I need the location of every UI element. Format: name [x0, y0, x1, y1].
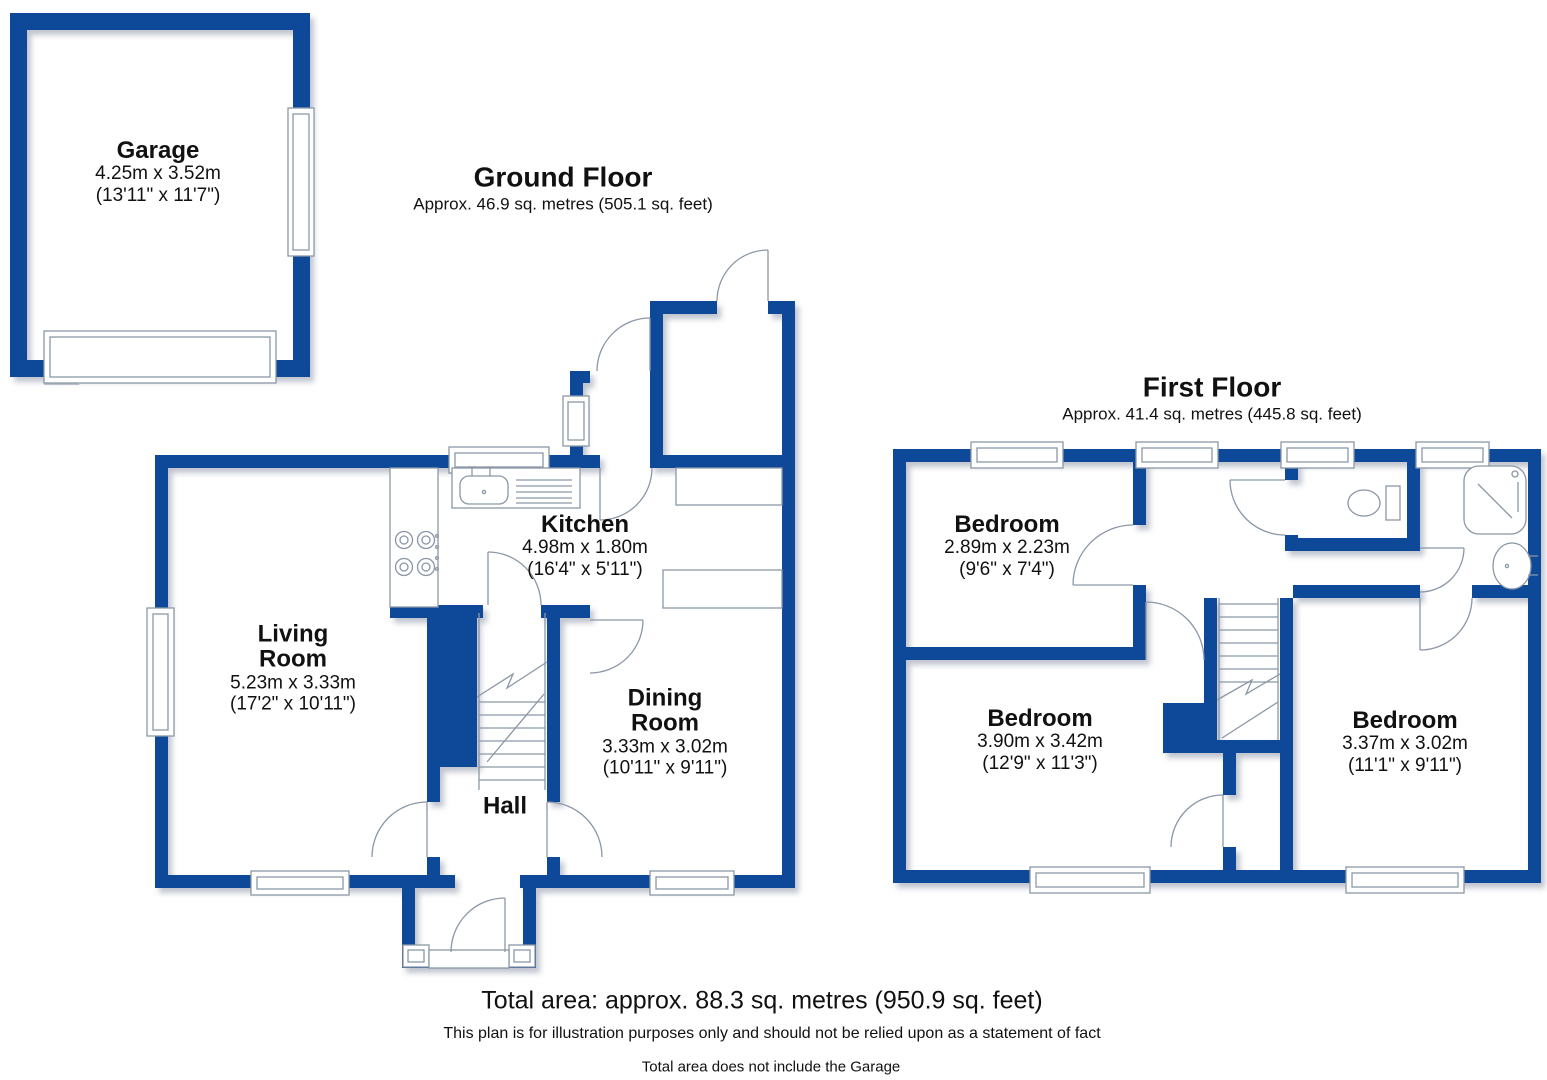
room-dims-metric: 3.33m x 3.02m — [602, 736, 728, 758]
floor-title-text: Ground Floor — [473, 161, 653, 193]
front-door-frame — [428, 949, 510, 969]
window-icon — [649, 870, 735, 896]
room-dims-imperial: (17'2" x 10'11") — [229, 693, 357, 715]
door-swing-icon — [1419, 547, 1465, 593]
hob-icon — [394, 530, 440, 577]
bathroom-fixtures — [1347, 465, 1538, 590]
sidelight-window-icon — [402, 944, 430, 968]
window-icon — [250, 870, 350, 896]
door-swing-icon — [1072, 524, 1134, 586]
worktop — [389, 467, 439, 608]
door-swing-icon — [1145, 601, 1205, 661]
floor-title-text: First Floor — [1142, 371, 1282, 403]
room-name: Hall — [482, 792, 528, 820]
window-icon — [970, 441, 1064, 469]
door-swing-icon — [716, 249, 769, 302]
room-name: Garage — [116, 137, 200, 165]
first-floor-title: First Floor Approx. 41.4 sq. metres (445… — [1062, 371, 1362, 426]
room-name: Bedroom — [1352, 707, 1458, 735]
garage-window-icon — [287, 107, 315, 257]
window-icon — [1280, 441, 1355, 469]
ground-floor-door-swings — [371, 249, 769, 953]
sidelight-window-icon — [508, 944, 536, 968]
room-dims-imperial: (10'11" x 9'11") — [602, 757, 728, 779]
door-swing-icon — [1229, 479, 1286, 536]
door-swing-icon — [589, 619, 644, 674]
sink-unit — [451, 467, 581, 509]
door-swing-icon — [596, 317, 651, 372]
room-dims-imperial: (12'9" x 11'3") — [982, 752, 1098, 774]
room-dims-imperial: (9'6" x 7'4") — [959, 558, 1055, 580]
first-floor-windows — [970, 441, 1490, 894]
floor-subtitle-text: Approx. 41.4 sq. metres (445.8 sq. feet) — [1062, 404, 1362, 424]
sink-icon — [459, 466, 572, 505]
worktop — [662, 569, 783, 609]
room-name: Dining Room — [627, 684, 703, 737]
window-icon — [1135, 441, 1219, 469]
floor-subtitle-text: Approx. 46.9 sq. metres (505.1 sq. feet) — [413, 194, 713, 214]
shower-icon — [1463, 465, 1527, 535]
living-room-label: Living Room 5.23m x 3.33m (17'2" x 10'11… — [230, 621, 356, 714]
door-swing-icon — [450, 897, 506, 953]
room-dims-metric: 5.23m x 3.33m — [230, 672, 356, 694]
room-name: Living Room — [257, 620, 329, 673]
bedroom1-label: Bedroom 2.89m x 2.23m (9'6" x 7'4") — [944, 512, 1070, 580]
door-swing-icon — [487, 551, 542, 606]
staircase-ground-icon — [476, 613, 548, 790]
dining-room-label: Dining Room 3.33m x 3.02m (10'11" x 9'11… — [602, 685, 728, 778]
room-name: Bedroom — [987, 705, 1093, 733]
first-floor-door-swings — [1072, 479, 1473, 848]
garage-door-icon — [43, 330, 277, 385]
room-dims-imperial: (13'11" x 11'7") — [95, 184, 221, 206]
bedroom3-label: Bedroom 3.37m x 3.02m (11'1" x 9'11") — [1342, 708, 1468, 776]
door-swing-icon — [599, 467, 653, 521]
room-name: Kitchen — [540, 511, 630, 539]
garage-label: Garage 4.25m x 3.52m (13'11" x 11'7") — [95, 138, 221, 206]
window-icon — [1029, 866, 1151, 894]
total-area-text: Total area: approx. 88.3 sq. metres (950… — [481, 986, 1043, 1015]
room-dims-metric: 4.98m x 1.80m — [522, 537, 648, 559]
basin-icon — [1492, 542, 1538, 590]
hall-label: Hall — [482, 792, 528, 820]
window-icon — [1415, 441, 1490, 469]
room-dims-metric: 2.89m x 2.23m — [944, 537, 1070, 559]
kitchen-label: Kitchen 4.98m x 1.80m (16'4" x 5'11") — [522, 512, 648, 580]
room-dims-metric: 3.90m x 3.42m — [977, 731, 1103, 753]
ground-floor-title: Ground Floor Approx. 46.9 sq. metres (50… — [413, 161, 713, 216]
garage-note-text: Total area does not include the Garage — [641, 1058, 901, 1076]
door-swing-icon — [546, 801, 603, 858]
ground-floor-windows — [146, 395, 735, 969]
room-name: Bedroom — [954, 511, 1060, 539]
door-swing-icon — [1170, 794, 1224, 848]
door-swing-icon — [371, 801, 428, 858]
room-dims-metric: 4.25m x 3.52m — [95, 163, 221, 185]
worktop — [675, 467, 783, 506]
room-dims-imperial: (16'4" x 5'11") — [527, 558, 643, 580]
room-dims-metric: 3.37m x 3.02m — [1342, 733, 1468, 755]
kitchen-fixtures — [389, 466, 783, 609]
window-icon — [1345, 866, 1465, 894]
room-dims-imperial: (11'1" x 9'11") — [1347, 754, 1463, 776]
window-icon — [562, 395, 590, 447]
window-icon — [146, 607, 175, 737]
bedroom2-label: Bedroom 3.90m x 3.42m (12'9" x 11'3") — [977, 706, 1103, 774]
toilet-icon — [1347, 485, 1401, 521]
staircase-first-icon — [1216, 598, 1281, 740]
disclaimer-text: This plan is for illustration purposes o… — [443, 1025, 1101, 1042]
door-swing-icon — [1419, 597, 1473, 651]
